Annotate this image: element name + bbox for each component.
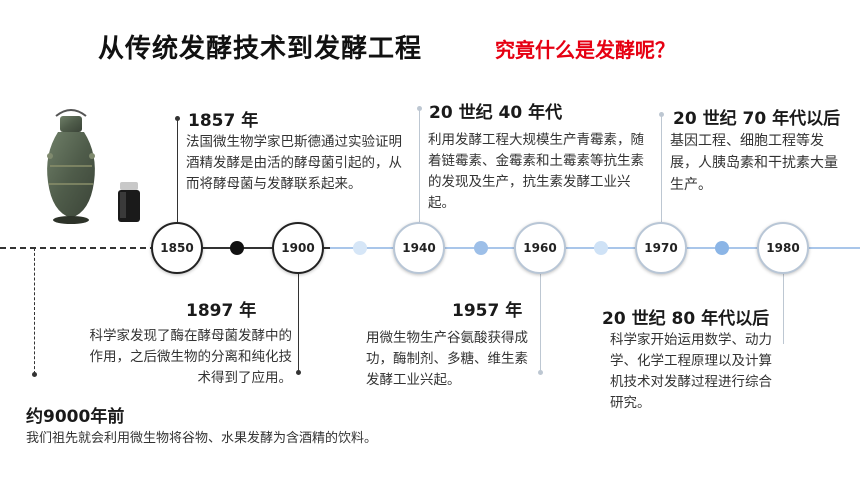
node-1900: 1900 bbox=[272, 222, 324, 274]
event-1970s-title: 20 世纪 70 年代以后 bbox=[673, 109, 841, 129]
event-1957-title: 1957 年 bbox=[452, 301, 523, 321]
pin-1857 bbox=[175, 116, 180, 121]
connector-1857 bbox=[177, 118, 178, 222]
node-1970: 1970 bbox=[635, 222, 687, 274]
event-9000-body: 我们祖先就会利用微生物将谷物、水果发酵为含酒精的饮料。 bbox=[26, 431, 378, 446]
timeline-dot-1920 bbox=[353, 241, 367, 255]
event-1957-body: 用微生物生产谷氨酸获得成功，酶制剂、多糖、维生素发酵工业兴起。 bbox=[366, 330, 528, 388]
ancient-vessel-image bbox=[47, 109, 140, 224]
pin-1970s bbox=[659, 112, 664, 117]
event-1857-title: 1857 年 bbox=[188, 111, 259, 131]
node-1960: 1960 bbox=[514, 222, 566, 274]
event-1897-title: 1897 年 bbox=[186, 301, 257, 321]
connector-1897 bbox=[298, 272, 299, 372]
pin-1897 bbox=[296, 370, 301, 375]
timeline-dot-1975 bbox=[715, 241, 729, 255]
event-1940s-body: 利用发酵工程大规模生产青霉素，随着链霉素、金霉素和土霉素等抗生素的发现及生产，抗… bbox=[428, 132, 644, 211]
connector-1957 bbox=[540, 272, 541, 372]
connector-1980s bbox=[783, 272, 784, 344]
node-1940: 1940 bbox=[393, 222, 445, 274]
event-1980s-title: 20 世纪 80 年代以后 bbox=[602, 309, 770, 329]
node-1850: 1850 bbox=[151, 222, 203, 274]
pin-1940s bbox=[417, 106, 422, 111]
connector-1940s bbox=[419, 108, 420, 222]
connector-9000 bbox=[34, 248, 35, 374]
event-1940s-title: 20 世纪 40 年代 bbox=[429, 103, 563, 123]
event-9000-title: 约9000年前 bbox=[26, 407, 125, 427]
event-1980s-body: 科学家开始运用数学、动力学、化学工程原理以及计算机技术对发酵过程进行综合研究。 bbox=[610, 332, 772, 411]
event-1857-body: 法国微生物学家巴斯德通过实验证明酒精发酵是由活的酵母菌引起的，从而将酵母菌与发酵… bbox=[186, 134, 402, 192]
timeline-dot-1965 bbox=[594, 241, 608, 255]
timeline-dot-1875 bbox=[230, 241, 244, 255]
event-1897-body: 科学家发现了酶在酵母菌发酵中的作用，之后微生物的分离和纯化技术得到了应用。 bbox=[89, 328, 293, 386]
event-1970s-body: 基因工程、细胞工程等发展，人胰岛素和干扰素大量生产。 bbox=[670, 133, 838, 193]
pin-1957 bbox=[538, 370, 543, 375]
page-title: 从传统发酵技术到发酵工程 bbox=[98, 34, 423, 64]
page-subtitle: 究竟什么是发酵呢？ bbox=[495, 38, 675, 62]
pin-9000 bbox=[32, 372, 37, 377]
connector-1970s bbox=[661, 114, 662, 222]
node-1980: 1980 bbox=[757, 222, 809, 274]
timeline-dot-1950 bbox=[474, 241, 488, 255]
